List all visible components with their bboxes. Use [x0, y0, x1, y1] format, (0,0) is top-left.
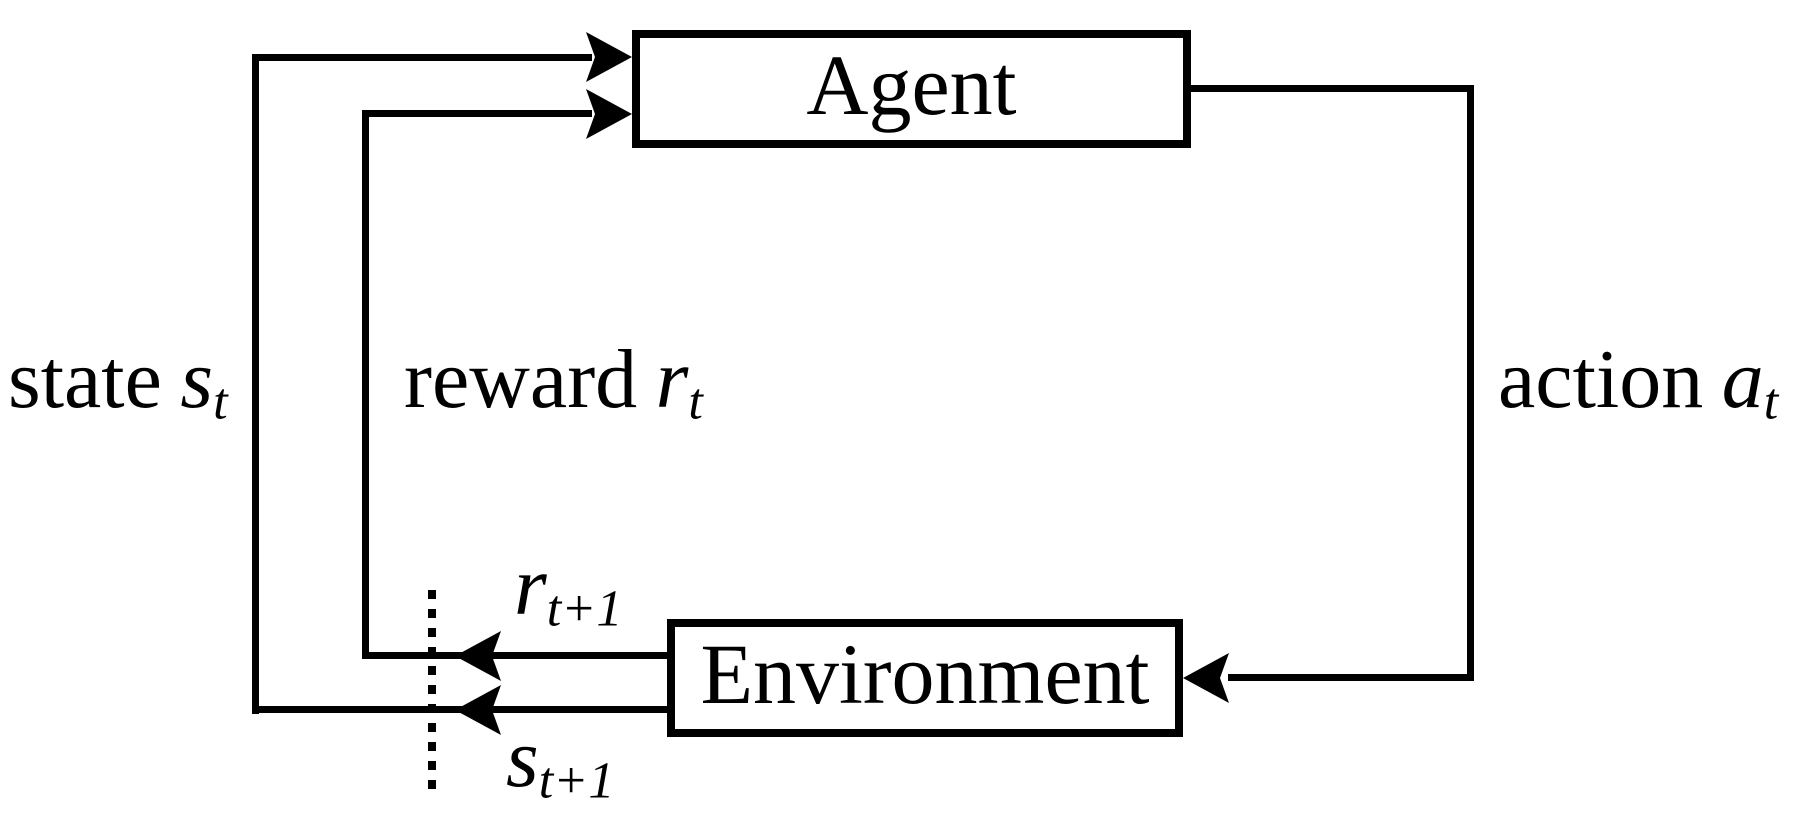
action-label-word: action [1498, 333, 1704, 426]
agent-box-label: Agent [806, 37, 1017, 133]
action-loop-right-line [1467, 85, 1474, 681]
arrowhead-state-into-agent-icon [586, 32, 632, 82]
environment-box: Environment [667, 619, 1183, 737]
arrowhead-action-into-environment-icon [1183, 653, 1229, 703]
reward-label-variable: r [655, 333, 689, 426]
arrowhead-next-reward-icon [455, 631, 501, 681]
next-reward-label: rt+1 [514, 545, 622, 635]
next-state-label: st+1 [506, 717, 614, 807]
reward-loop-bottom-line [362, 652, 667, 659]
environment-box-label: Environment [700, 626, 1150, 722]
next-reward-subscript: t+1 [546, 580, 623, 638]
state-loop-top-line [252, 54, 592, 61]
next-state-variable: s [506, 712, 539, 805]
agent-box: Agent [632, 30, 1191, 148]
reward-loop-left-line [362, 110, 369, 659]
time-step-boundary-dashed-line [428, 590, 436, 797]
action-label-subscript: t [1763, 373, 1779, 431]
state-label-variable: s [180, 333, 214, 426]
reward-label-subscript: t [688, 373, 703, 431]
arrowhead-next-state-icon [455, 685, 501, 735]
action-label-variable: a [1721, 333, 1764, 426]
state-loop-left-line [252, 54, 259, 714]
state-label-subscript: t [213, 373, 228, 431]
state-label-word: state [8, 333, 162, 426]
action-loop-top-line [1191, 85, 1474, 92]
next-state-subscript: t+1 [538, 752, 615, 810]
action-loop-bottom-line [1228, 674, 1474, 681]
reward-label-word: reward [404, 333, 638, 426]
next-reward-variable: r [514, 540, 547, 633]
arrowhead-reward-into-agent-icon [586, 89, 632, 139]
reward-loop-top-line [362, 110, 592, 117]
